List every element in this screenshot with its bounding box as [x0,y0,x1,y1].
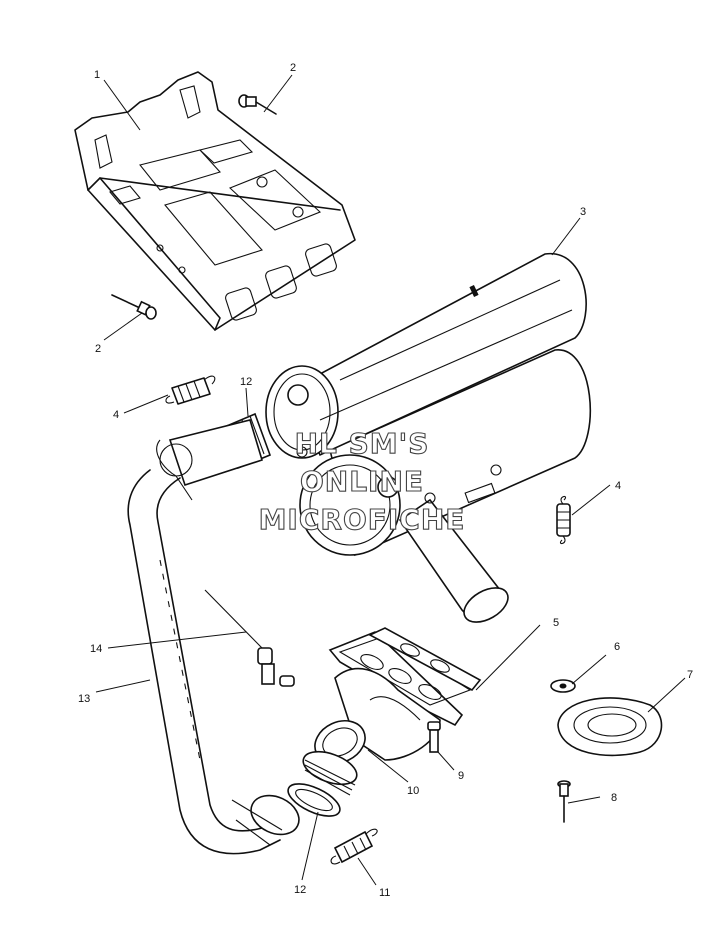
callout-6: 6 [614,641,620,653]
part-10-manifold [302,667,441,796]
watermark-line-2: ONLINE [300,465,424,498]
callout-2a: 2 [290,62,296,74]
part-14-sensor [204,589,295,687]
part-6-washer [550,679,576,693]
callout-3: 3 [580,206,586,218]
part-12-seal-lower [287,783,341,817]
callout-2b: 2 [95,343,101,355]
callout-11: 11 [379,887,390,899]
callout-9: 9 [458,770,464,782]
part-11-spring [330,828,378,865]
part-8-rivet [557,780,571,823]
part-4-spring-right [556,495,571,545]
callout-1: 1 [94,69,100,81]
leader-lines [95,74,686,886]
callout-12b: 12 [294,884,306,896]
part-2-rivet-left [111,294,157,320]
part-2-rivet-top [238,94,277,115]
watermark-line-3: MICROFICHE [259,503,466,536]
callout-4b: 4 [615,480,621,492]
callout-13: 13 [78,693,90,705]
callout-labels: 1 2 2 3 4 4 5 6 7 8 9 10 11 12 12 13 14 [78,62,693,899]
callout-8: 8 [611,792,617,804]
part-3-muffler [265,253,592,623]
part-9-bolt [427,721,441,753]
part-7-grommet [557,697,663,757]
callout-4a: 4 [113,409,119,421]
callout-10: 10 [407,785,419,797]
part-4-spring-left [165,375,216,405]
callout-7: 7 [687,669,693,681]
callout-5: 5 [553,617,559,629]
part-13-head-pipe [127,419,300,855]
part-5-gasket [368,627,482,692]
watermark-line-1: HL SM'S [295,427,430,460]
callout-12a: 12 [240,376,252,388]
part-1-bracket [74,71,356,331]
watermark: HL SM'S ONLINE MICROFICHE [258,426,466,536]
callout-14: 14 [90,643,102,655]
